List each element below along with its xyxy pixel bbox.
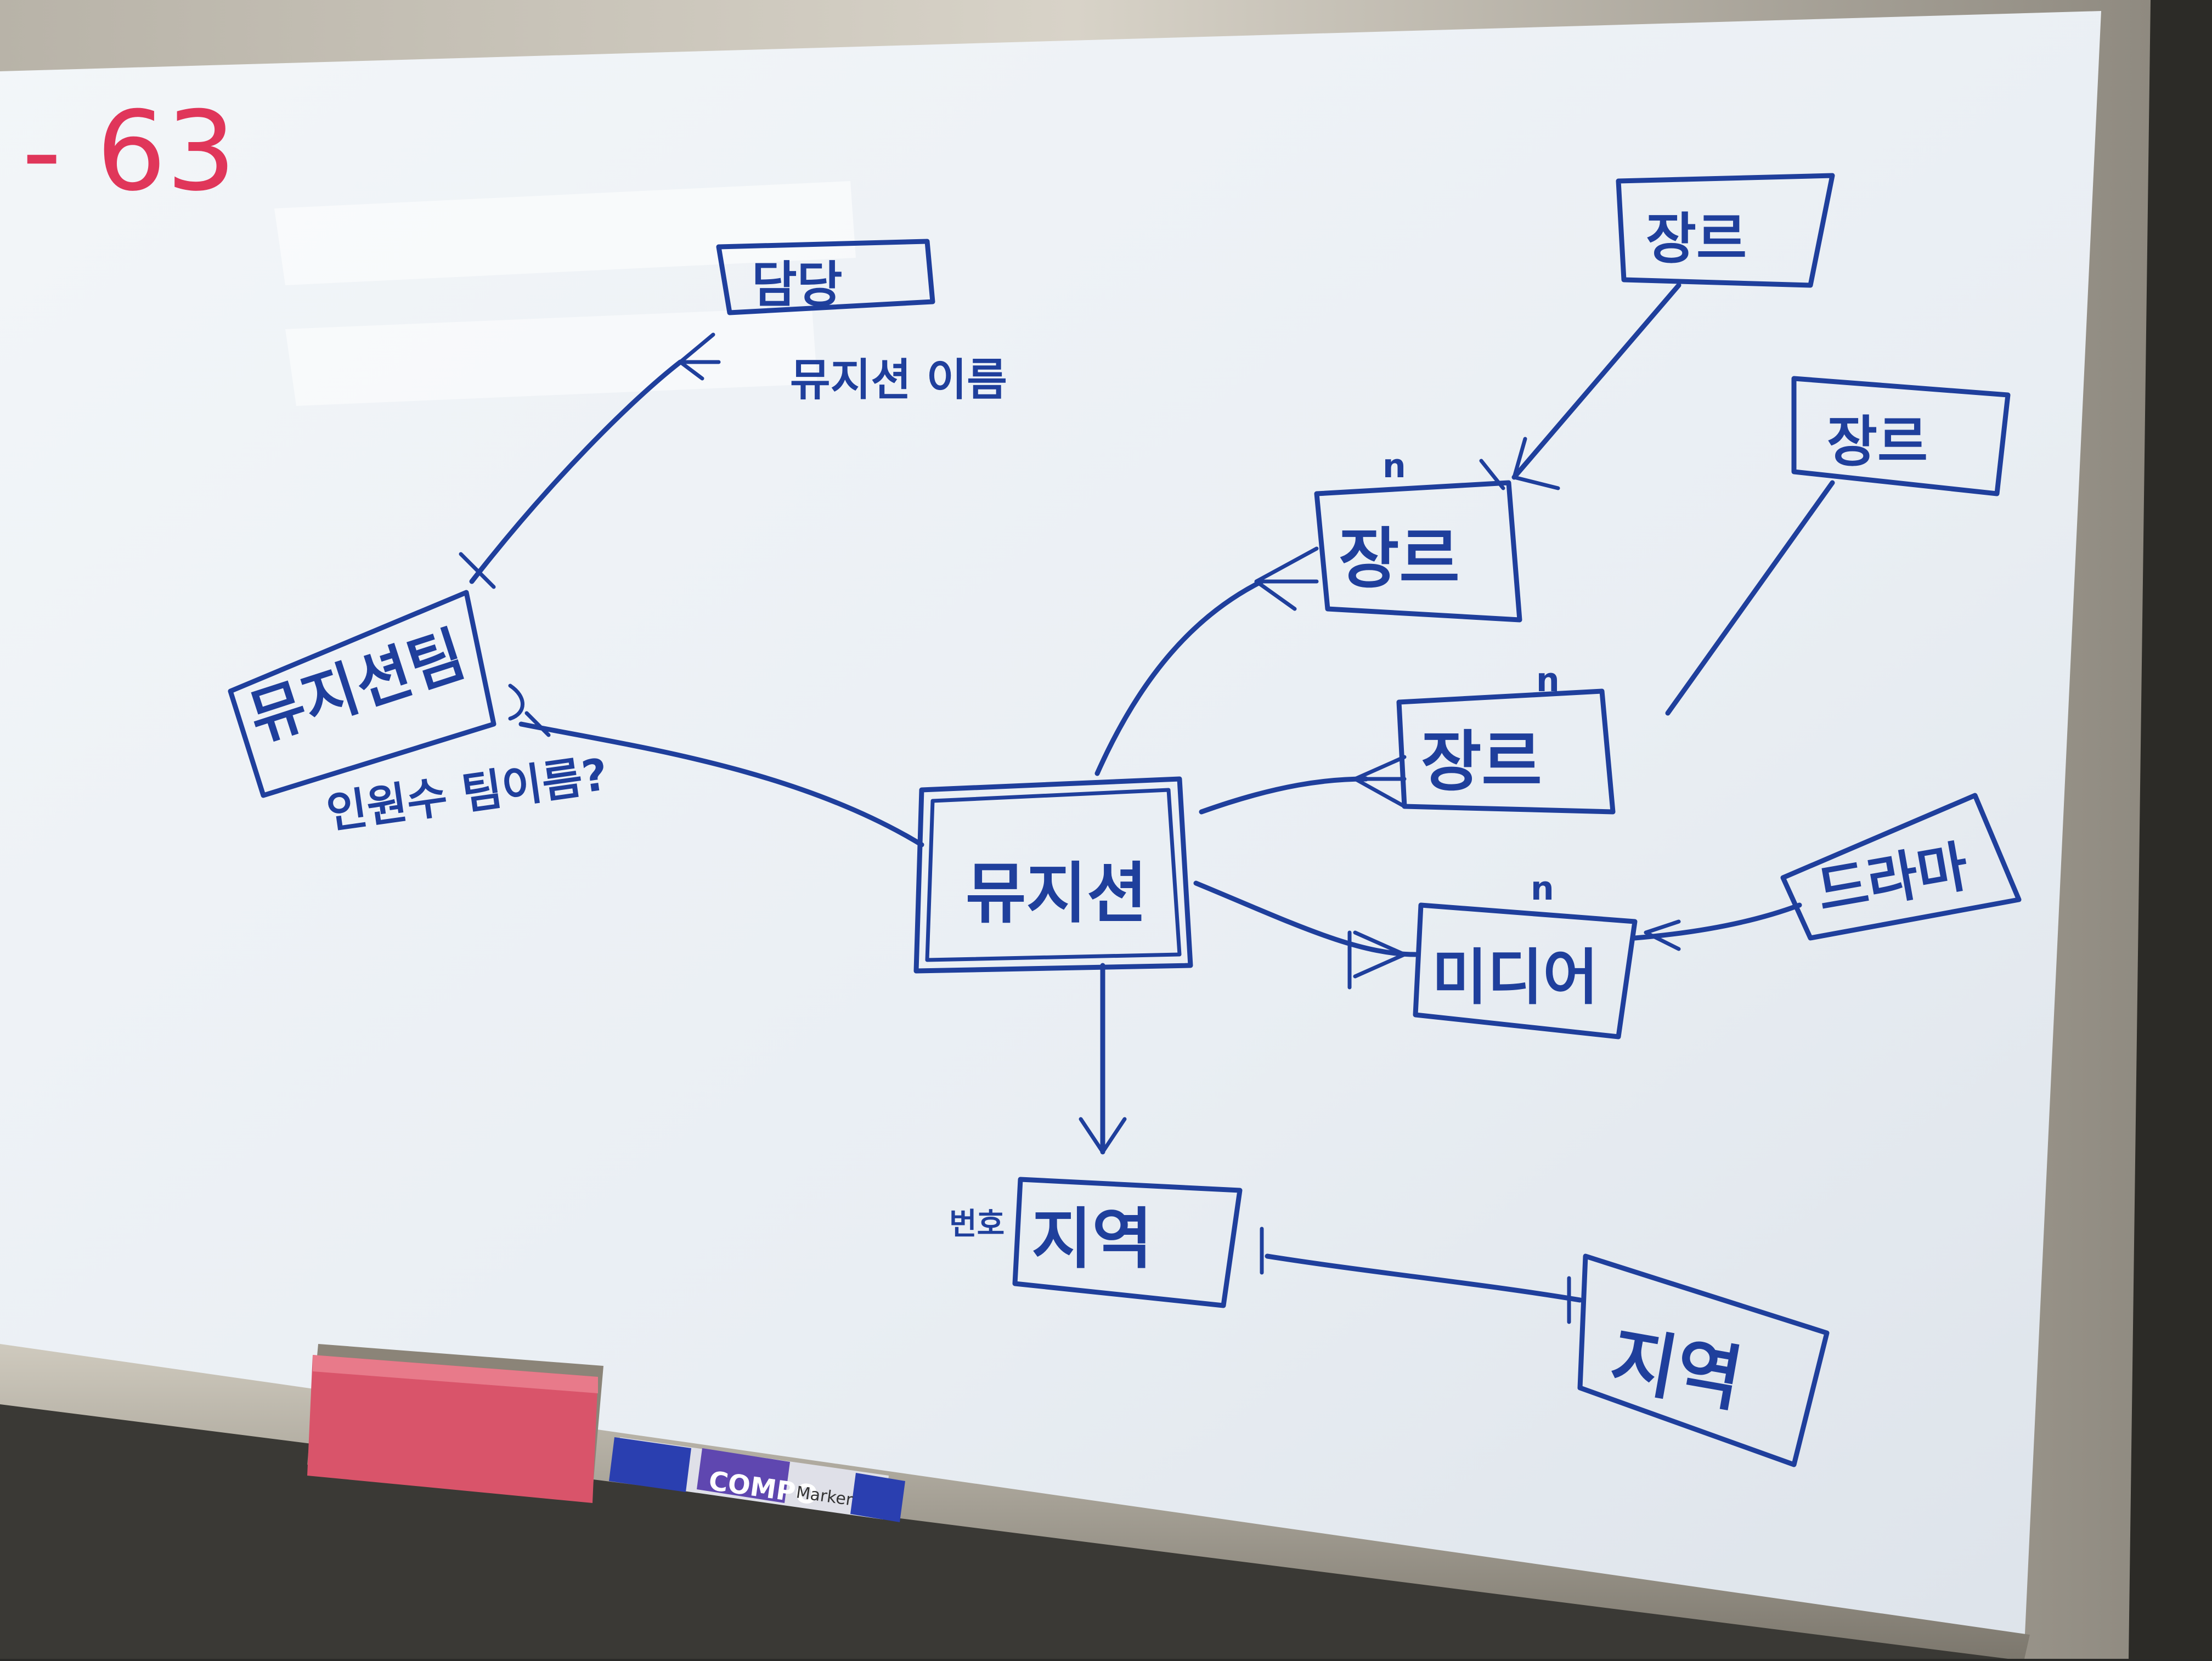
cardinality-mark: n (1531, 869, 1554, 908)
node-label: 장르 (1827, 410, 1928, 474)
node-label: 미디어 (1432, 942, 1599, 1013)
cardinality-mark: n (1536, 661, 1560, 699)
board-surface (0, 11, 2101, 1646)
node-label: 뮤지션 (966, 856, 1147, 932)
eraser (307, 1344, 603, 1503)
node-genre-main: 장르 n (1314, 447, 1522, 623)
node-media: 미디어 n (1413, 869, 1638, 1039)
node-label: 장르 (1339, 521, 1460, 597)
node-manager: 담당 (716, 239, 935, 315)
note-label: 뮤지션 이름 (790, 354, 1007, 405)
node-genre-top: 장르 (1616, 173, 1835, 288)
node-genre: 장르 n (1396, 661, 1616, 815)
node-region: 지역 번호 (949, 1177, 1243, 1308)
board-glare (274, 181, 856, 285)
node-musician: 뮤지션 (913, 776, 1193, 974)
node-genre-right: 장르 (1791, 376, 2011, 496)
marker: COMPO Marker (609, 1437, 905, 1522)
board-glare (285, 307, 817, 406)
node-label: 담당 (752, 256, 843, 314)
cardinality-mark: n (1383, 447, 1406, 485)
node-label: 장르 (1646, 207, 1747, 271)
corner-mark: - 63 (22, 88, 236, 216)
node-label: 장르 (1421, 724, 1542, 800)
node-manager-note: 뮤지션 이름 (790, 354, 1007, 405)
region-prefix: 번호 (949, 1206, 1005, 1241)
node-label: 지역 (1031, 1201, 1153, 1278)
connectors (459, 283, 1835, 1324)
